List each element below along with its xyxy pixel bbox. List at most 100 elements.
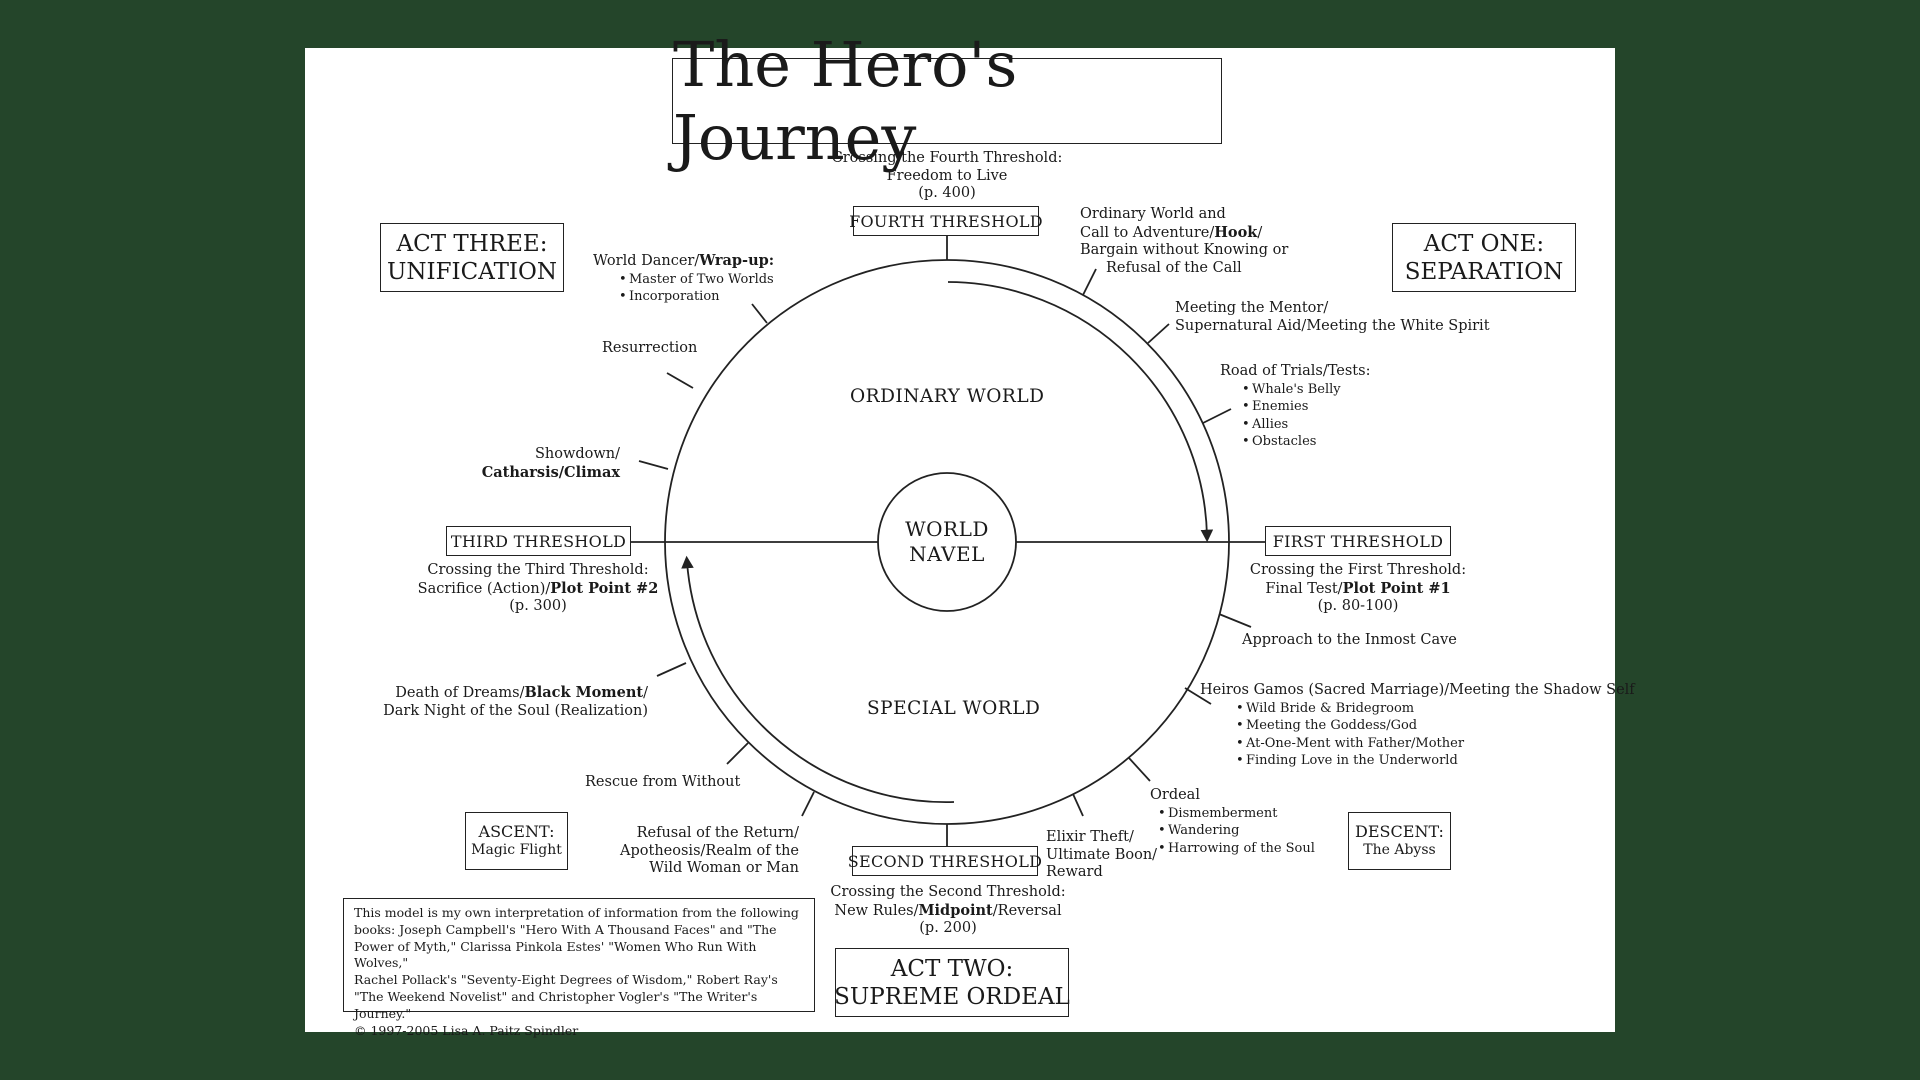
descent-label: DESCENT: xyxy=(1355,822,1444,841)
world-navel-line1: WORLD xyxy=(905,517,989,541)
crossing-second-bold: Midpoint xyxy=(918,901,993,919)
stage-ticks xyxy=(638,268,1252,817)
crossing-second-pre: New Rules/ xyxy=(834,902,919,919)
crossing-fourth-line1: Crossing the Fourth Threshold: xyxy=(831,150,1063,166)
stage-heiros-gamos: Heiros Gamos (Sacred Marriage)/Meeting t… xyxy=(1200,682,1635,770)
stage-showdown-bold: Catharsis/Climax xyxy=(481,463,620,481)
special-world-label: SPECIAL WORLD xyxy=(867,698,1041,719)
ascent-label: ASCENT: xyxy=(478,822,555,841)
stage-ordinary-line1: Ordinary World and xyxy=(1080,206,1226,222)
stage-ordinary-line2: Call to Adventure/Hook/ xyxy=(1080,224,1288,243)
crossing-second-post: /Reversal xyxy=(992,902,1062,919)
tick-resurrection xyxy=(666,372,694,389)
tick-elixir xyxy=(1072,793,1084,817)
stage-heiros-list: Wild Bride & Bridegroom Meeting the Godd… xyxy=(1200,700,1635,770)
stage-refusal-line2: Apotheosis/Realm of the xyxy=(620,842,799,859)
stage-heiros-label: Heiros Gamos (Sacred Marriage)/Meeting t… xyxy=(1200,682,1635,698)
stage-meeting-mentor: Meeting the Mentor/ Supernatural Aid/Mee… xyxy=(1175,300,1490,335)
stage-death-post: / xyxy=(643,685,648,701)
crossing-first-pre: Final Test/ xyxy=(1265,580,1343,597)
tick-refusal-return xyxy=(801,791,815,817)
tick-ordinary xyxy=(1082,268,1097,296)
list-item: Enemies xyxy=(1242,398,1370,416)
stage-showdown-line1: Showdown/ xyxy=(534,446,620,462)
journey-diagram xyxy=(629,236,1265,846)
act-two-line1: ACT TWO: xyxy=(890,955,1014,982)
ordinary-world-label: ORDINARY WORLD xyxy=(850,386,1045,407)
crossing-third-line3: (p. 300) xyxy=(509,598,567,614)
stage-elixir-line2: Ultimate Boon/ xyxy=(1046,846,1158,863)
list-item: Wandering xyxy=(1158,822,1315,840)
ascent-box: ASCENT: Magic Flight xyxy=(465,812,568,870)
stage-ordinary-pre: Call to Adventure/ xyxy=(1080,224,1215,241)
list-item: At-One-Ment with Father/Mother xyxy=(1236,735,1635,753)
stage-approach: Approach to the Inmost Cave xyxy=(1242,632,1457,648)
stage-death-bold: Black Moment xyxy=(524,684,644,701)
stage-refusal-line3: Wild Woman or Man xyxy=(649,860,799,876)
list-item: Harrowing of the Soul xyxy=(1158,840,1315,858)
list-item: Dismemberment xyxy=(1158,805,1315,823)
crossing-first: Crossing the First Threshold: Final Test… xyxy=(1228,562,1488,616)
stage-ordinary-line4: Refusal of the Call xyxy=(1106,259,1242,276)
crossing-second: Crossing the Second Threshold: New Rules… xyxy=(813,884,1083,938)
stage-trials-label: Road of Trials/Tests: xyxy=(1220,363,1371,379)
crossing-third-line1: Crossing the Third Threshold: xyxy=(427,562,649,578)
crossing-first-line2: Final Test/Plot Point #1 xyxy=(1228,580,1488,599)
crossing-fourth-line3: (p. 400) xyxy=(918,185,976,201)
stage-ordeal-list: Dismemberment Wandering Harrowing of the… xyxy=(1146,805,1315,858)
source-note: This model is my own interpretation of i… xyxy=(343,898,815,1038)
act-three-line2: UNIFICATION xyxy=(387,258,557,285)
page-title: The Hero's Journey xyxy=(672,28,1222,174)
crossing-second-line1: Crossing the Second Threshold: xyxy=(830,884,1066,900)
stage-showdown: Showdown/ Catharsis/Climax xyxy=(425,446,620,482)
stage-death-line1: Death of Dreams/Black Moment/ xyxy=(365,684,648,703)
crossing-fourth: Crossing the Fourth Threshold: Freedom t… xyxy=(817,150,1077,203)
stage-death-pre: Death of Dreams/ xyxy=(395,685,525,701)
act-one-box: ACT ONE: SEPARATION xyxy=(1392,223,1576,292)
second-threshold-box: SECOND THRESHOLD xyxy=(848,846,1042,876)
act-one-line2: SEPARATION xyxy=(1404,258,1564,285)
stage-death-line2: Dark Night of the Soul (Realization) xyxy=(383,702,648,719)
stage-resurrection: Resurrection xyxy=(602,340,698,356)
crossing-third-line2: Sacrifice (Action)/Plot Point #2 xyxy=(408,580,668,599)
stage-ordinary-world: Ordinary World and Call to Adventure/Hoo… xyxy=(1080,206,1288,277)
list-item: Obstacles xyxy=(1242,433,1370,451)
stage-trials-list: Whale's Belly Enemies Allies Obstacles xyxy=(1220,381,1370,451)
stage-showdown-line2: Catharsis/Climax xyxy=(425,464,620,483)
crossing-first-line3: (p. 80-100) xyxy=(1317,598,1399,614)
list-item: Master of Two Worlds xyxy=(619,271,774,289)
act-two-box: ACT TWO: SUPREME ORDEAL xyxy=(834,948,1070,1017)
stage-elixir-line1: Elixir Theft/ xyxy=(1046,829,1134,845)
crossing-third-bold: Plot Point #2 xyxy=(550,579,659,597)
list-item: Incorporation xyxy=(619,288,774,306)
stage-ordinary-post: / xyxy=(1257,224,1263,241)
crossing-second-line2: New Rules/Midpoint/Reversal xyxy=(813,902,1083,921)
stage-world-dancer-pre: World Dancer/ xyxy=(593,253,700,269)
stage-world-dancer-list: Master of Two Worlds Incorporation xyxy=(593,271,774,306)
stage-ordeal-label: Ordeal xyxy=(1150,787,1200,803)
stage-mentor-line1: Meeting the Mentor/ xyxy=(1175,300,1329,316)
world-navel-line2: NAVEL xyxy=(909,542,985,566)
act-three-box: ACT THREE: UNIFICATION xyxy=(380,223,564,292)
tick-ordeal xyxy=(1128,757,1151,782)
list-item: Meeting the Goddess/God xyxy=(1236,717,1635,735)
stage-death-of-dreams: Death of Dreams/Black Moment/ Dark Night… xyxy=(365,684,648,720)
crossing-third: Crossing the Third Threshold: Sacrifice … xyxy=(408,562,668,616)
act-three-line1: ACT THREE: xyxy=(396,230,548,257)
crossing-third-pre: Sacrifice (Action)/ xyxy=(417,580,551,597)
crossing-first-line1: Crossing the First Threshold: xyxy=(1249,562,1467,578)
list-item: Finding Love in the Underworld xyxy=(1236,752,1635,770)
third-threshold-box: THIRD THRESHOLD xyxy=(446,526,631,556)
list-item: Whale's Belly xyxy=(1242,381,1370,399)
stage-refusal-of-return: Refusal of the Return/ Apotheosis/Realm … xyxy=(599,825,799,878)
first-threshold-box: FIRST THRESHOLD xyxy=(1265,526,1451,556)
act-two-line2: SUPREME ORDEAL xyxy=(834,983,1070,1010)
descent-box: DESCENT: The Abyss xyxy=(1348,812,1451,870)
stage-ordinary-bold: Hook xyxy=(1214,223,1258,241)
tick-death xyxy=(656,662,687,677)
stage-ordinary-line3: Bargain without Knowing or xyxy=(1080,242,1289,258)
tick-approach xyxy=(1218,613,1252,628)
stage-world-dancer-bold: Wrap-up: xyxy=(699,252,775,269)
stage-world-dancer: World Dancer/Wrap-up: Master of Two Worl… xyxy=(593,252,774,306)
stage-world-dancer-line1: World Dancer/Wrap-up: xyxy=(593,252,774,271)
